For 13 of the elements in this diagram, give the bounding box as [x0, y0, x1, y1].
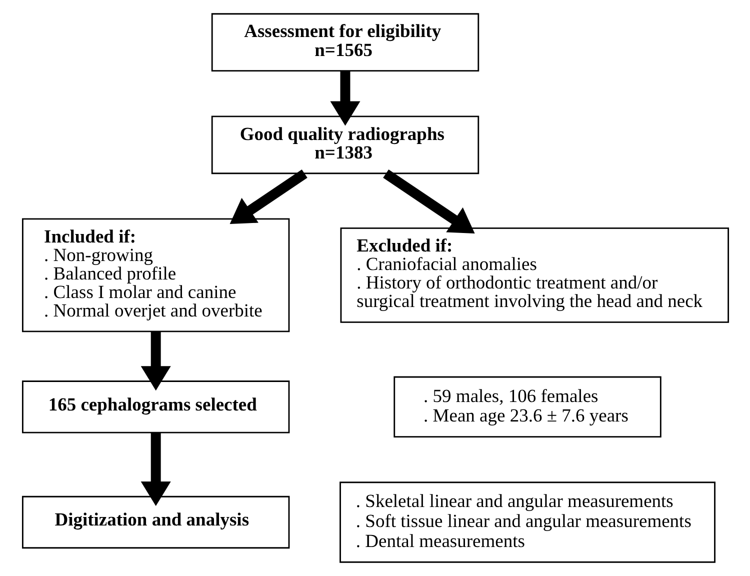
- arrow: [229, 170, 307, 224]
- node-box: Excluded if: . Craniofacial anomalies . History of orthodontic treatment and/or surgical treatment involving the head and neck: [340, 227, 729, 323]
- node-box: . Skeletal linear and angular measurements . Soft tissue linear and angular measurements . Dental measurements: [339, 482, 715, 563]
- node-box: 165 cephalograms selected: [21, 380, 290, 434]
- node-box: Digitization and analysis: [21, 496, 290, 549]
- node-box: Assessment for eligibility n=1565: [210, 13, 479, 72]
- node-box: Included if: . Non-growing . Balanced profile . Class I molar and canine . Normal overjet and overbite: [21, 218, 290, 332]
- arrow: [140, 332, 170, 391]
- arrow: [330, 71, 360, 126]
- node-box: Good quality radiographs n=1383: [210, 116, 479, 174]
- arrow: [140, 432, 170, 506]
- arrow: [382, 170, 474, 234]
- node-box: . 59 males, 106 females . Mean age 23.6 ± 7.6 years: [393, 376, 661, 438]
